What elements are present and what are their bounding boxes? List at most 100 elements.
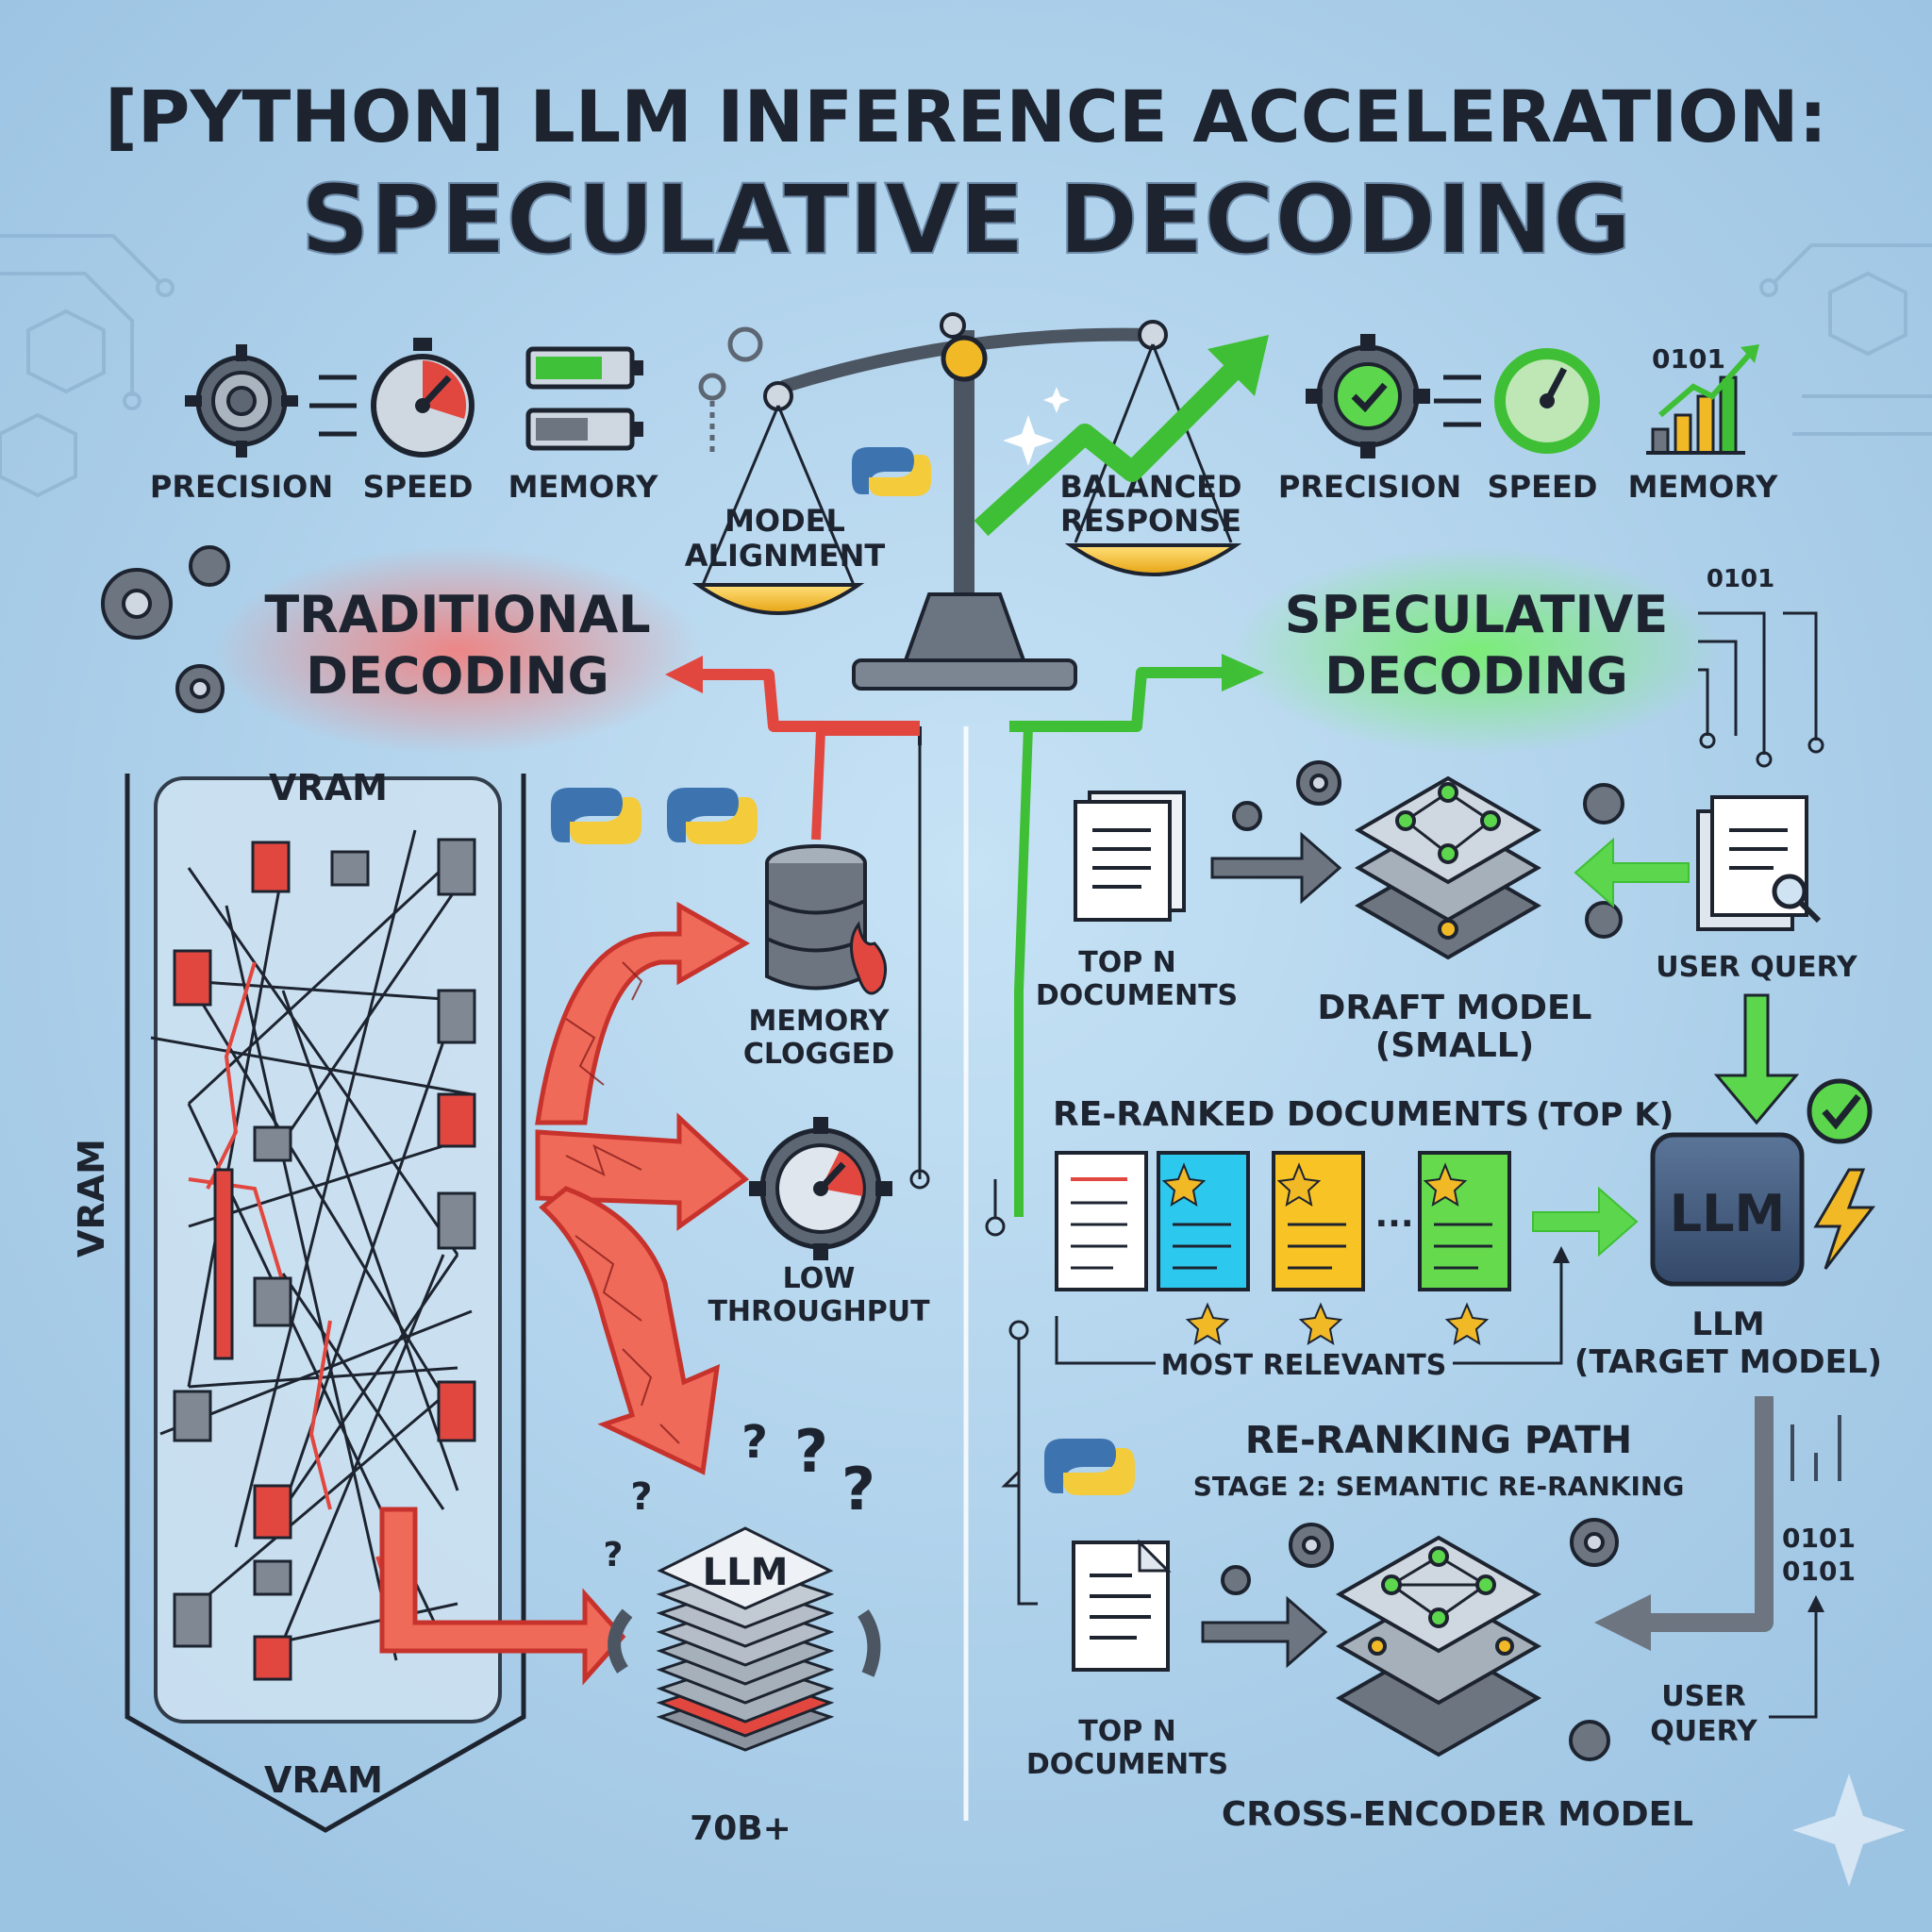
sparkle-corner-icon [1792, 1774, 1906, 1887]
reranking-path-title: RE-RANKING PATH [1245, 1419, 1632, 1462]
overloaded-llm-stack [608, 1526, 881, 1752]
check-gear-icon [1306, 334, 1430, 458]
most-relevants-bracket [1055, 1246, 1570, 1365]
low-throughput-label-1: LOW [783, 1262, 856, 1295]
small-gear-icon [698, 326, 763, 453]
left-precision-label: PRECISION [150, 469, 333, 505]
left-speed-label: SPEED [363, 469, 474, 505]
target-llm-label-2: (TARGET MODEL) [1574, 1343, 1882, 1381]
model-alignment-label-1: MODEL [724, 503, 845, 539]
traditional-heading-2: DECODING [306, 646, 609, 706]
reranked-docs-label: RE-RANKED DOCUMENTS [1053, 1095, 1529, 1134]
question-mark-1: ? [741, 1416, 768, 1469]
speculative-binary: 0101 [1707, 565, 1774, 593]
title-line-2: SPECULATIVE DECODING [301, 164, 1632, 276]
target-llm-box [1650, 1132, 1805, 1287]
question-mark-3: ? [841, 1455, 875, 1524]
reranked-docs-suffix: (TOP K) [1536, 1096, 1674, 1134]
green-speedometer-icon [1434, 348, 1600, 454]
cross-encoder-network-icon [1335, 1535, 1542, 1757]
vram-bottom-label: VRAM [264, 1759, 383, 1801]
python-logo-icon [852, 447, 931, 496]
memory-clogged-label-2: CLOGGED [743, 1038, 894, 1071]
title-line-1: [PYTHON] LLM INFERENCE ACCELERATION: [105, 75, 1827, 158]
bar-chart-icon [1646, 344, 1759, 455]
speedometer-icon [309, 338, 475, 458]
overloaded-llm-label: LLM [703, 1551, 789, 1594]
speculative-glow [1231, 547, 1722, 755]
gear-cluster-icon [101, 545, 230, 713]
query-return-line [1769, 1595, 1824, 1719]
gauge-gear-icon [749, 1117, 892, 1260]
precision-icon [185, 344, 298, 458]
speculative-heading-2: DECODING [1324, 646, 1628, 706]
most-relevants-label: MOST RELEVANTS [1161, 1349, 1447, 1382]
right-memory-label: MEMORY [1628, 469, 1779, 505]
target-llm-box-label: LLM [1670, 1184, 1786, 1243]
check-circle-icon [1807, 1078, 1873, 1144]
speculative-heading-1: SPECULATIVE [1285, 585, 1668, 644]
vram-top-label: VRAM [269, 767, 388, 808]
ranked-document-green [1418, 1151, 1511, 1291]
document-stack-icon [1074, 791, 1186, 922]
reranking-top-n-label-2: DOCUMENTS [1026, 1748, 1228, 1781]
gray-arrow-to-cross-encoder [1201, 1595, 1328, 1669]
gear-icon-reranking [1221, 1518, 1619, 1761]
green-arrow-to-llm [1532, 1186, 1639, 1257]
binary-2-line-2: 0101 [1782, 1556, 1856, 1587]
draft-model-label-1: DRAFT MODEL [1318, 989, 1592, 1027]
green-down-arrow [1713, 993, 1800, 1125]
balanced-response-label-2: RESPONSE [1060, 503, 1241, 539]
python-logo-icon-pair [551, 788, 758, 844]
gray-return-arrow [1594, 1396, 1774, 1651]
left-path-lines [1001, 1320, 1038, 1606]
ellipsis-text: ... [1374, 1196, 1413, 1235]
draft-model-network-icon [1355, 775, 1541, 960]
question-mark-2: ? [794, 1417, 828, 1486]
traditional-glow [212, 547, 703, 755]
reranking-stage-label: STAGE 2: SEMANTIC RE-RANKING [1193, 1471, 1685, 1502]
right-binary-text: 0101 [1652, 343, 1725, 375]
balance-scale-icon [691, 312, 1242, 691]
traditional-heading-1: TRADITIONAL [264, 585, 650, 644]
draft-model-label-2: (SMALL) [1375, 1026, 1534, 1065]
user-query-2-label-1: USER [1661, 1680, 1746, 1713]
document-icon-reranking [1072, 1539, 1172, 1672]
ranked-document-yellow [1272, 1151, 1365, 1291]
user-query-label: USER QUERY [1656, 951, 1858, 984]
signal-lines [1790, 1415, 1841, 1481]
congested-red-arrows [379, 901, 751, 1686]
top-n-docs-label-1: TOP N [1078, 946, 1176, 979]
battery-icon [525, 346, 643, 451]
connector-lines [909, 745, 1006, 1237]
vram-side-label: VRAM [71, 1139, 112, 1257]
question-mark-4: ? [630, 1475, 652, 1519]
model-alignment-label-2: ALIGNMENT [685, 538, 886, 574]
lightning-icon [1813, 1168, 1876, 1270]
gray-arrow-to-draft [1210, 831, 1342, 905]
right-speed-label: SPEED [1488, 469, 1598, 505]
python-logo-icon-reranking [1044, 1439, 1135, 1495]
question-mark-5: ? [604, 1536, 624, 1574]
database-fire-icon [765, 844, 888, 995]
decor-circuits-left [0, 234, 175, 498]
left-memory-label: MEMORY [508, 469, 659, 505]
ranked-document-plain [1055, 1151, 1148, 1291]
growth-arrow-icon [974, 335, 1269, 537]
query-document-icon [1696, 795, 1822, 931]
right-precision-label: PRECISION [1278, 469, 1461, 505]
reranking-top-n-label-1: TOP N [1078, 1715, 1176, 1748]
green-arrow-from-query [1574, 837, 1690, 908]
model-size-label: 70B+ [690, 1809, 791, 1848]
right-circuit-lines [1698, 611, 1824, 768]
relevance-star-icons [1185, 1302, 1490, 1346]
binary-2-line-1: 0101 [1782, 1523, 1856, 1554]
low-throughput-label-2: THROUGHPUT [708, 1295, 930, 1328]
red-flow-arrow [665, 656, 922, 841]
gear-icon [1232, 760, 1624, 939]
decor-circuits-right [1759, 243, 1932, 436]
ranked-document-blue [1157, 1151, 1250, 1291]
sparkle-icon [1003, 387, 1070, 466]
vram-container [125, 774, 526, 1833]
